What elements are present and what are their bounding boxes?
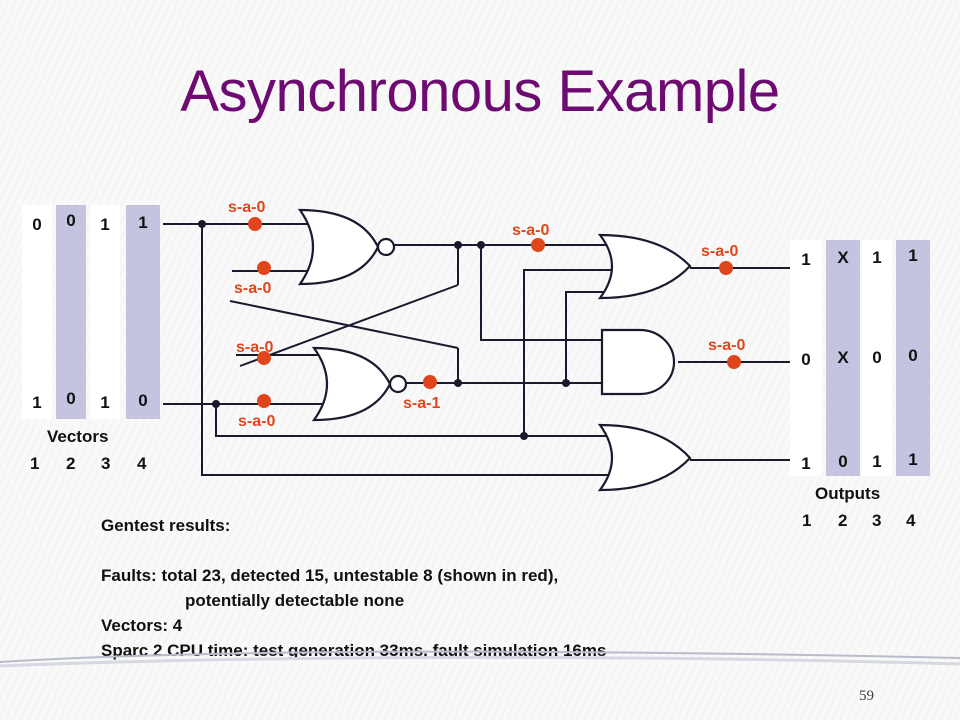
fault-dot-3 (257, 351, 271, 365)
or-gate-bottom (597, 423, 692, 492)
wire-input-a-branch (201, 224, 622, 476)
output-2-row-3: 0 (838, 452, 848, 471)
output-column-4: 1 0 1 (896, 240, 930, 476)
decorative-swoosh (0, 650, 960, 668)
fault-label-3: s-a-0 (236, 339, 273, 356)
fault-dot-5 (423, 375, 437, 389)
fault-label-5: s-a-1 (403, 395, 440, 412)
vector-3-bottom: 1 (100, 393, 110, 412)
junction-dot (212, 400, 220, 408)
output-2-row-2: X (837, 348, 849, 367)
fault-dot-6 (531, 238, 545, 252)
vector-1-bottom: 1 (32, 393, 42, 412)
vector-number-1: 1 (30, 454, 40, 473)
vectors-label: Vectors (47, 427, 109, 446)
vector-number-3: 3 (101, 454, 111, 473)
output-1-row-1: 1 (801, 250, 811, 269)
junction-dot (477, 241, 485, 249)
fault-label-1: s-a-0 (228, 199, 265, 216)
vector-column-3: 1 1 (90, 205, 120, 419)
nor-gate-top (297, 208, 380, 286)
fault-label-4: s-a-0 (238, 413, 275, 430)
fault-label-2: s-a-0 (234, 280, 271, 297)
output-4-row-3: 1 (908, 450, 918, 469)
fault-labels: s-a-0 s-a-0 s-a-0 s-a-0 s-a-1 s-a-0 s-a-… (228, 199, 745, 430)
gentest-results: Gentest results: Faults: total 23, detec… (101, 513, 606, 663)
wire-cross-2 (229, 300, 459, 349)
fault-dot-1 (248, 217, 262, 231)
output-4-row-1: 1 (908, 246, 918, 265)
results-faults-continued: potentially detectable none (185, 591, 405, 610)
fault-dot-8 (727, 355, 741, 369)
vector-2-bottom: 0 (66, 389, 76, 408)
output-3-row-2: 0 (872, 348, 882, 367)
junction-dot (562, 379, 570, 387)
vector-column-1: 0 1 (22, 205, 52, 419)
vector-column-2: 0 0 (56, 205, 86, 419)
output-column-3: 1 0 1 (862, 240, 892, 476)
output-column-1: 1 0 1 (790, 240, 822, 476)
vector-4-top: 1 (138, 213, 148, 232)
and-gate-middle (600, 328, 676, 396)
wire-qb-to-top (565, 291, 612, 383)
output-1-row-3: 1 (801, 454, 811, 473)
results-cpu-time: Sparc 2 CPU time: test generation 33ms, … (101, 641, 607, 660)
fault-dot-7 (719, 261, 733, 275)
vector-column-4: 1 0 (126, 205, 160, 419)
vector-1-top: 0 (32, 215, 42, 234)
fault-label-6: s-a-0 (512, 222, 549, 239)
output-3-row-1: 1 (872, 248, 882, 267)
page-title: Asynchronous Example (180, 59, 780, 124)
junction-dot (454, 241, 462, 249)
wire-q-to-mid (480, 245, 602, 341)
results-heading: Gentest results: (101, 516, 231, 535)
vector-number-4: 4 (137, 454, 147, 473)
nor-gate-top-bubble (376, 237, 396, 257)
junctions (198, 220, 570, 440)
vector-3-top: 1 (100, 215, 110, 234)
junction-dot (454, 379, 462, 387)
nor-gate-bottom (311, 346, 392, 422)
wire-branch-top-or (523, 269, 612, 436)
results-spacer (101, 538, 606, 563)
vector-4-bottom: 0 (138, 391, 148, 410)
output-number-4: 4 (906, 511, 916, 530)
or-gate-top (597, 233, 692, 300)
junction-dot (520, 432, 528, 440)
output-number-1: 1 (802, 511, 812, 530)
fault-label-7: s-a-0 (701, 243, 738, 260)
fault-dot-4 (257, 394, 271, 408)
fault-markers (248, 217, 741, 408)
wires (163, 223, 790, 476)
vector-2-top: 0 (66, 211, 76, 230)
page-number: 59 (859, 688, 874, 704)
results-vectors: Vectors: 4 (101, 616, 183, 635)
output-number-3: 3 (872, 511, 882, 530)
output-3-row-3: 1 (872, 452, 882, 471)
vector-number-2: 2 (66, 454, 76, 473)
fault-dot-2 (257, 261, 271, 275)
junction-dot (198, 220, 206, 228)
results-faults: Faults: total 23, detected 15, untestabl… (101, 566, 559, 585)
output-1-row-2: 0 (801, 350, 811, 369)
gates (297, 208, 692, 492)
nor-gate-bottom-bubble (388, 374, 408, 394)
output-number-2: 2 (838, 511, 848, 530)
output-2-row-1: X (837, 248, 849, 267)
output-column-2: X X 0 (826, 240, 860, 476)
wire-input-b-branch (215, 404, 622, 437)
outputs-label: Outputs (815, 484, 881, 503)
output-4-row-2: 0 (908, 346, 918, 365)
fault-label-8: s-a-0 (708, 337, 745, 354)
